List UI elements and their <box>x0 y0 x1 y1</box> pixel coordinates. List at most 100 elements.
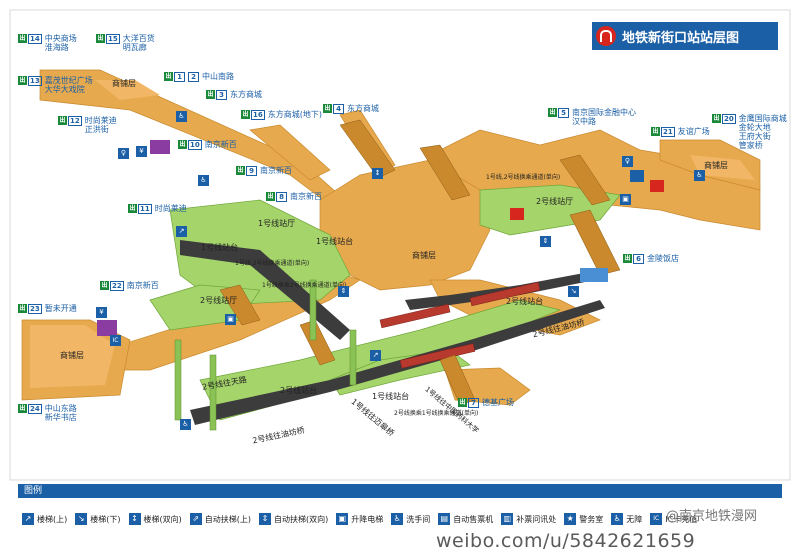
elevator-icon: ▣ <box>225 314 236 325</box>
exit-icon: 出 <box>548 108 557 117</box>
legend-police: ★警务室 <box>564 513 603 525</box>
accessible-icon: ♿ <box>198 175 209 186</box>
legend-header: 图例 <box>18 484 782 498</box>
exit-icon: 出 <box>96 34 105 43</box>
ticket-machine-icon: ¥ <box>136 146 147 157</box>
label-hall1-left: 1号线站厅 <box>258 219 296 228</box>
label-plat1-left: 1号线站台 <box>201 243 239 252</box>
escalator-up-icon: ⇗ <box>189 513 202 525</box>
ic-card-icon: IC <box>650 513 663 525</box>
legend-stairs-down: ↘楼梯(下) <box>75 513 121 525</box>
exit-3[interactable]: 出 3 东方商城 <box>206 90 262 100</box>
elevator-icon: ▣ <box>620 194 631 205</box>
metro-logo-icon <box>596 26 616 46</box>
label-shop-left: 商铺层 <box>60 351 84 360</box>
exit-23[interactable]: 出 23 暂未开通 <box>18 304 77 314</box>
legend-escalator-up: ⇗自动扶梯(上) <box>189 513 251 525</box>
escalator-up-icon: ↗ <box>370 350 381 361</box>
exit-icon: 出 <box>651 127 660 136</box>
accessible-icon: ♿ <box>611 513 624 525</box>
ticket-office-icon: ▥ <box>501 513 514 525</box>
escalator-up-icon: ↗ <box>176 226 187 237</box>
exit-icon: 出 <box>623 254 632 263</box>
exit-16[interactable]: 出 16 东方商城(地下) <box>241 110 322 120</box>
legend-stairs-up: ↗楼梯(上) <box>22 513 67 525</box>
exit-icon: 出 <box>18 34 27 43</box>
legend-escalator-both: ⇕自动扶梯(双向) <box>259 513 328 525</box>
stairs-both-icon: ↕ <box>372 168 383 179</box>
exit-13[interactable]: 出 13 嘉茂世纪广场大华大戏院 <box>18 76 93 94</box>
stairs-up-icon: ↗ <box>22 513 34 525</box>
exit-icon: 出 <box>241 110 250 119</box>
exit-9[interactable]: 出 9 南京新百 <box>236 166 292 176</box>
exit-6[interactable]: 出 6 金陵饭店 <box>623 254 679 264</box>
ticket-machine-icon: ▤ <box>438 513 451 525</box>
elevator-icon: ▣ <box>336 513 349 525</box>
exit-10[interactable]: 出 10 南京新百 <box>178 140 237 150</box>
label-shop-top: 商铺层 <box>112 79 136 88</box>
legend-restroom: ♿洗手间 <box>391 513 430 525</box>
stairs-down-icon: ↘ <box>75 513 88 525</box>
exit-7[interactable]: 出 7 德基广场 <box>458 398 514 408</box>
exit-icon: 出 <box>164 72 173 81</box>
exit-22[interactable]: 出 22 南京新百 <box>100 281 159 291</box>
accessible-icon: ♿ <box>180 419 191 430</box>
exit-icon: 出 <box>58 116 67 125</box>
exit-icon: 出 <box>458 398 467 407</box>
escalator-both-icon: ⇕ <box>540 236 551 247</box>
watermark-url: weibo.com/u/5842621659 <box>436 530 696 552</box>
exit-icon: 出 <box>100 281 109 290</box>
exit-1-2[interactable]: 出 1 2 中山南路 <box>164 72 234 82</box>
exit-21[interactable]: 出 21 友谊广场 <box>651 127 710 137</box>
map-title: 地铁新街口站站层图 <box>592 22 778 50</box>
label-transfer-a: 1号线,2号线换乘通道(单向) <box>486 174 561 181</box>
exit-14[interactable]: 出 14 中央商场淮海路 <box>18 34 77 52</box>
legend-row: ↗楼梯(上) ↘楼梯(下) ↕楼梯(双向) ⇗自动扶梯(上) ⇕自动扶梯(双向)… <box>22 511 782 527</box>
label-transfer-b: 1号线,2号线换乘通道(单向) <box>235 260 310 267</box>
exit-4[interactable]: 出 4 东方商城 <box>323 104 379 114</box>
pillars <box>174 279 357 431</box>
label-transfer-d: 2号线换乘1号线换乘通道(单向) <box>394 410 479 417</box>
label-hall2-right: 2号线站厅 <box>536 197 574 206</box>
exit-icon: 出 <box>128 204 137 213</box>
exit-5[interactable]: 出 5 南京国际金融中心汉中路 <box>548 108 636 126</box>
exit-24[interactable]: 出 24 中山东路新华书店 <box>18 404 77 422</box>
restroom-icon: ♀ <box>622 156 633 167</box>
police-icon: ★ <box>564 513 577 525</box>
exit-15[interactable]: 出 15 大洋百货明瓦廊 <box>96 34 155 52</box>
exit-icon: 出 <box>18 76 27 85</box>
stair-shapes <box>219 119 621 406</box>
label-plat1-low: 1号线站台 <box>372 392 410 401</box>
legend-ticket-machine: ▤自动售票机 <box>438 513 493 525</box>
exit-20[interactable]: 出 20 金鹰国际商城金轮大地王府大街管家桥 <box>712 114 787 150</box>
restroom-icon: ♀ <box>118 148 129 159</box>
legend-ticket-office: ▥补票问讯处 <box>501 513 556 525</box>
legend-title: 图例 <box>24 486 43 496</box>
stairs-down-icon: ↘ <box>568 286 579 297</box>
exit-icon: 出 <box>323 104 332 113</box>
legend-elevator: ▣升降电梯 <box>336 513 383 525</box>
trains <box>379 281 541 369</box>
map-border <box>9 9 791 481</box>
escalator-both-icon: ⇕ <box>338 286 349 297</box>
exit-icon: 出 <box>206 90 215 99</box>
escalator-both-icon: ⇕ <box>259 513 271 525</box>
stairs-both-icon: ↕ <box>128 513 141 525</box>
exit-icon: 出 <box>18 404 27 413</box>
exit-icon: 出 <box>266 192 275 201</box>
legend-accessible: ♿无障 <box>611 513 642 525</box>
accessible-icon: ♿ <box>176 111 187 122</box>
accessible-icon: ♿ <box>694 170 705 181</box>
ic-card-icon: IC <box>110 335 121 346</box>
restroom-icon: ♿ <box>391 513 404 525</box>
exit-8[interactable]: 出 8 南京新百 <box>266 192 322 202</box>
exit-icon: 出 <box>236 166 245 175</box>
exit-11[interactable]: 出 11 时尚莱迪 <box>128 204 187 214</box>
shop-areas <box>30 80 755 388</box>
exit-icon: 出 <box>712 114 721 123</box>
label-plat2-right: 2号线站台 <box>506 297 544 306</box>
label-transfer-c: 1号线换乘2号线换乘通道(单向) <box>262 282 347 289</box>
exit-12[interactable]: 出 12 时尚莱迪正洪街 <box>58 116 117 134</box>
label-plat1-mid: 1号线站台 <box>316 237 354 246</box>
